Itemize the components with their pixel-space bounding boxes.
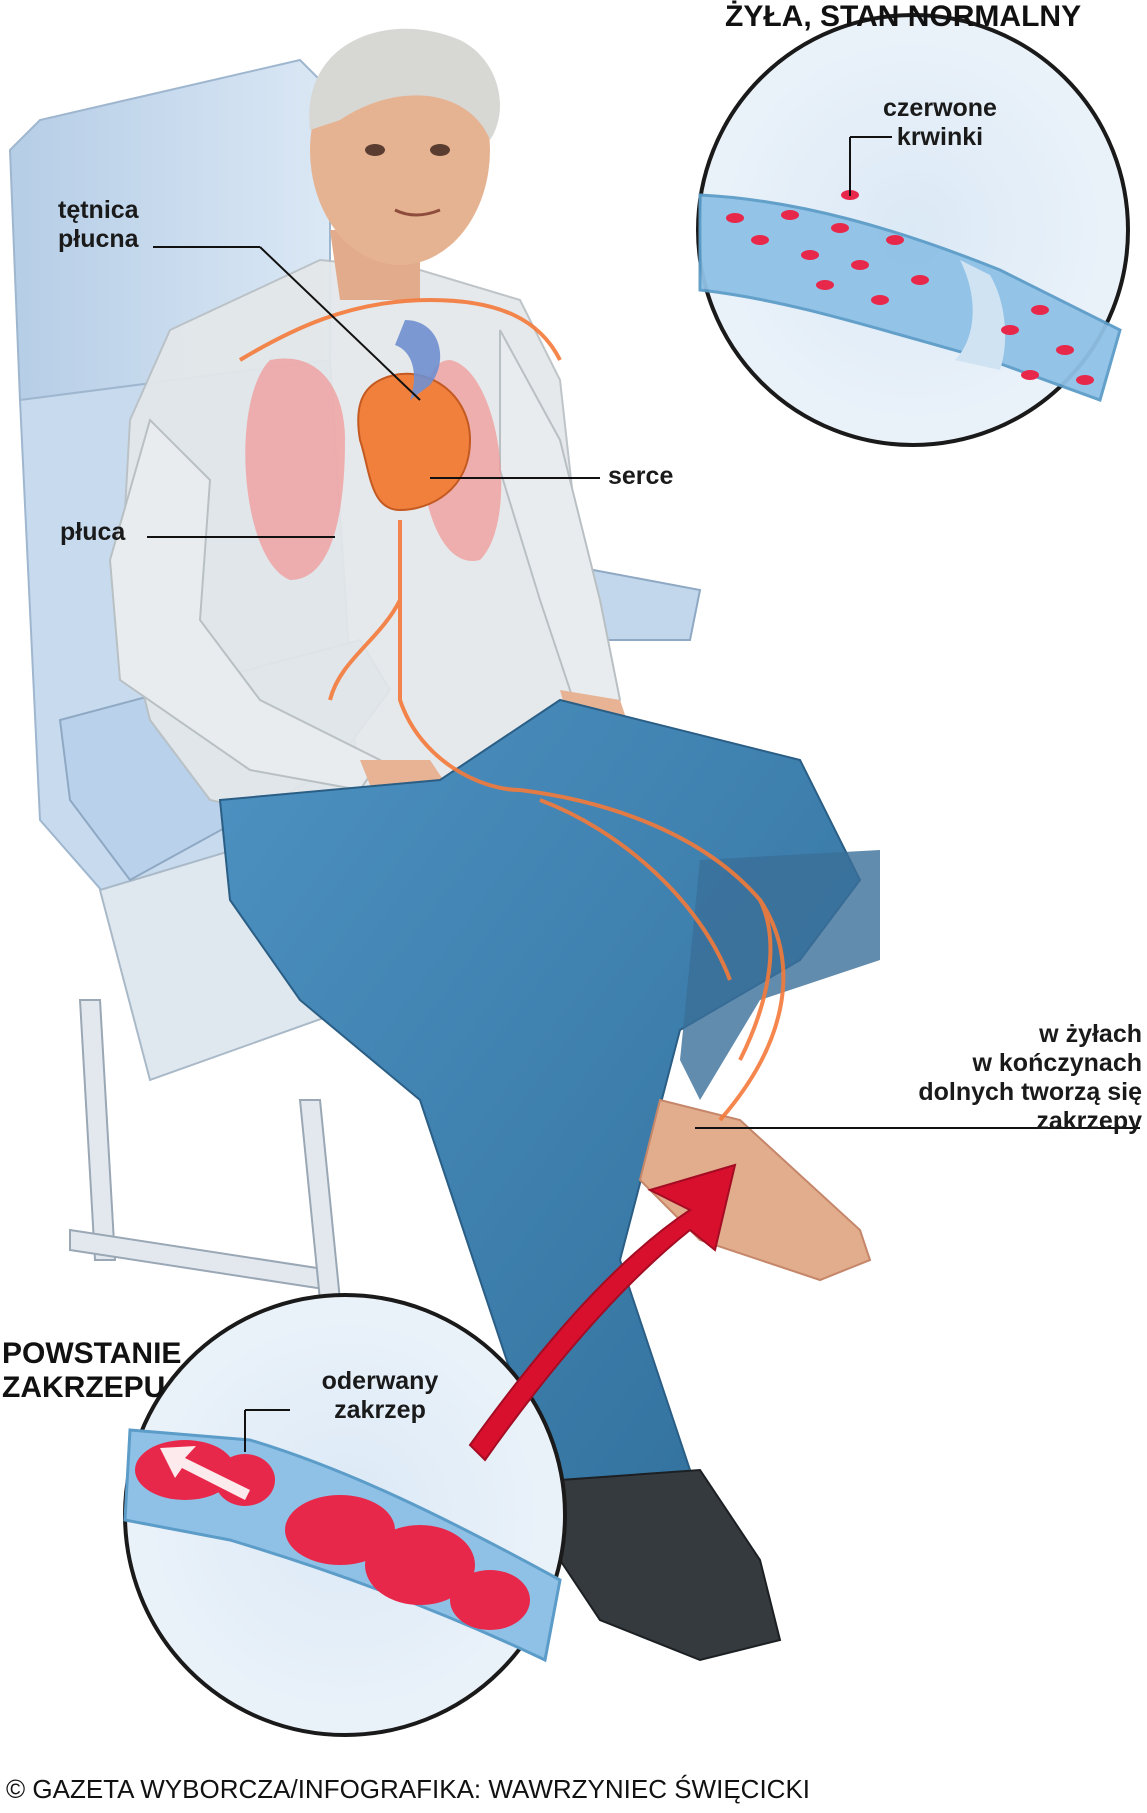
- label-red-cells: czerwone krwinki: [860, 94, 1020, 152]
- label-lungs: płuca: [60, 518, 126, 546]
- label-pulmonary-artery-line2: płucna: [58, 225, 139, 253]
- red-arrow: [468, 1163, 737, 1462]
- label-leg-veins-line3: dolnych tworzą się: [918, 1078, 1142, 1106]
- title-clot-formation-line2: ZAKRZEPU: [2, 1371, 166, 1404]
- label-detached-clot: oderwany zakrzep: [300, 1367, 460, 1425]
- internal-organs: [238, 298, 786, 1122]
- label-leg-veins: w żyłach w kończynach dolnych tworzą się…: [830, 1020, 1142, 1136]
- label-detached-clot-line2: zakrzep: [334, 1396, 426, 1424]
- pulmonary-artery: [395, 320, 441, 400]
- heart: [357, 372, 472, 512]
- label-leg-veins-line4: zakrzepy: [1036, 1107, 1142, 1135]
- title-normal-vein: ŻYŁA, STAN NORMALNY: [725, 0, 1082, 33]
- label-leg-veins-line2: w kończynach: [972, 1049, 1143, 1077]
- label-pulmonary-artery-line1: tętnica: [58, 196, 139, 224]
- title-clot-formation: POWSTANIE ZAKRZEPU: [2, 1337, 222, 1405]
- normal-vein-detail: [696, 13, 1130, 447]
- leader-pulmonary-artery-2: [259, 246, 421, 401]
- label-red-cells-line2: krwinki: [896, 123, 984, 151]
- left-lung: [245, 358, 345, 580]
- title-clot-formation-line1: POWSTANIE: [2, 1337, 182, 1370]
- seated-man: [108, 28, 880, 1662]
- label-detached-clot-line1: oderwany: [321, 1367, 439, 1395]
- label-heart: serce: [608, 462, 674, 490]
- credit-line: © GAZETA WYBORCZA/INFOGRAFIKA: WAWRZYNIE…: [6, 1774, 811, 1804]
- label-leg-veins-line1: w żyłach: [1039, 1020, 1142, 1048]
- leader-lines: [147, 246, 1140, 1129]
- clot-detail: [123, 1293, 567, 1737]
- label-pulmonary-artery: tętnica płucna: [58, 196, 238, 254]
- label-red-cells-line1: czerwone: [883, 94, 997, 122]
